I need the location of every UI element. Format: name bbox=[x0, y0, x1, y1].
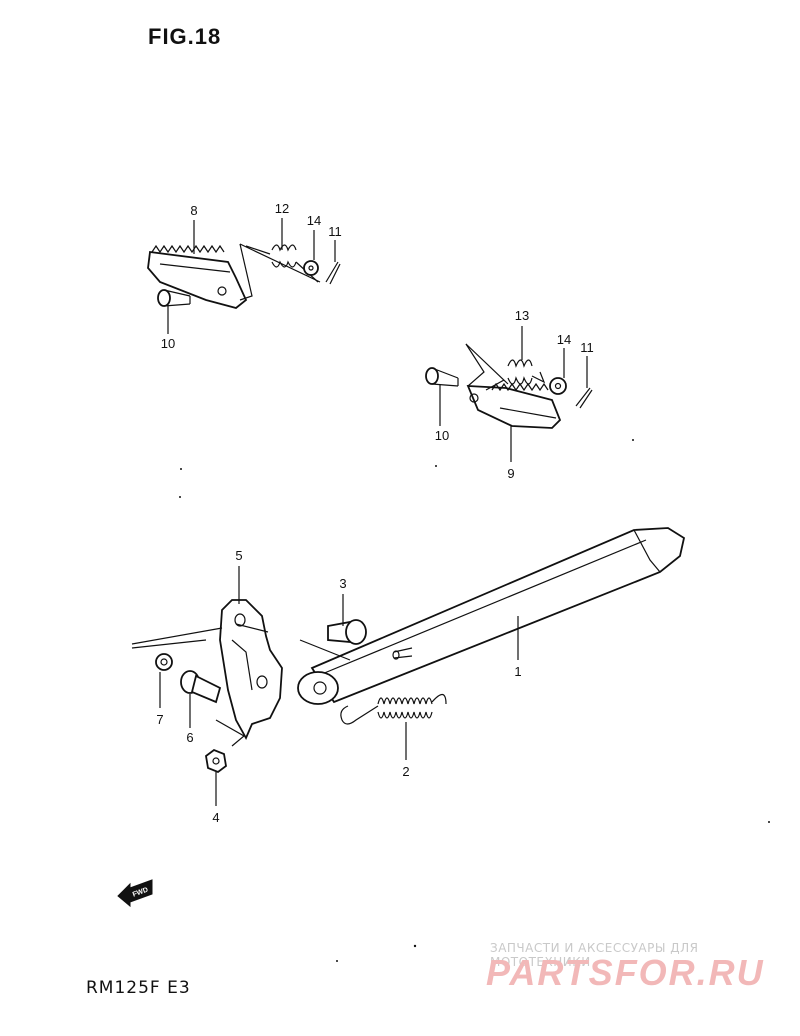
watermark-tagline: ЗАПЧАСТИ И АКСЕССУАРЫ ДЛЯ МОТОТЕХНИКИ bbox=[490, 941, 699, 969]
callout-10-right: 10 bbox=[435, 428, 449, 443]
callout-6: 6 bbox=[186, 730, 193, 745]
nut-4 bbox=[205, 748, 227, 774]
fwd-arrow-icon: FWD bbox=[117, 879, 153, 908]
callout-11-right: 11 bbox=[580, 340, 594, 355]
watermark-logo: PARTSFOR.RU bbox=[486, 952, 765, 993]
callout-2: 2 bbox=[402, 764, 409, 779]
right-footrest-group bbox=[425, 326, 593, 462]
callout-4: 4 bbox=[212, 810, 219, 825]
callout-7: 7 bbox=[156, 712, 163, 727]
washer-7 bbox=[155, 653, 173, 671]
callout-14-right: 14 bbox=[557, 332, 571, 347]
callout-1: 1 bbox=[514, 664, 521, 679]
model-code: RM125F E3 bbox=[86, 978, 191, 998]
callout-14-left: 14 bbox=[307, 213, 321, 228]
side-stand-1 bbox=[297, 527, 686, 705]
bracket-5 bbox=[131, 599, 283, 741]
cotter-pin-11-right bbox=[575, 387, 593, 409]
figure-title: FIG.18 bbox=[148, 24, 222, 49]
callout-3: 3 bbox=[339, 576, 346, 591]
footrest-9 bbox=[466, 382, 562, 429]
washer-14-left bbox=[303, 260, 319, 276]
pin-10-right bbox=[425, 367, 459, 387]
callout-12: 12 bbox=[275, 201, 289, 216]
callout-10-left: 10 bbox=[161, 336, 175, 351]
scan-dots bbox=[179, 439, 770, 962]
callout-13: 13 bbox=[515, 308, 529, 323]
bolt-6 bbox=[180, 670, 222, 704]
callout-5: 5 bbox=[235, 548, 242, 563]
spring-2 bbox=[340, 693, 447, 725]
footrest-8 bbox=[147, 244, 248, 309]
spring-13 bbox=[485, 359, 546, 391]
callout-8: 8 bbox=[190, 203, 197, 218]
side-stand-group bbox=[131, 527, 686, 806]
bolt-3 bbox=[327, 619, 367, 645]
callout-11-left: 11 bbox=[328, 224, 342, 239]
cotter-pin-11-left bbox=[325, 261, 341, 285]
left-footrest-group bbox=[147, 218, 341, 334]
washer-14-right bbox=[549, 377, 567, 395]
callout-9: 9 bbox=[507, 466, 514, 481]
pin-10-left bbox=[157, 289, 191, 307]
